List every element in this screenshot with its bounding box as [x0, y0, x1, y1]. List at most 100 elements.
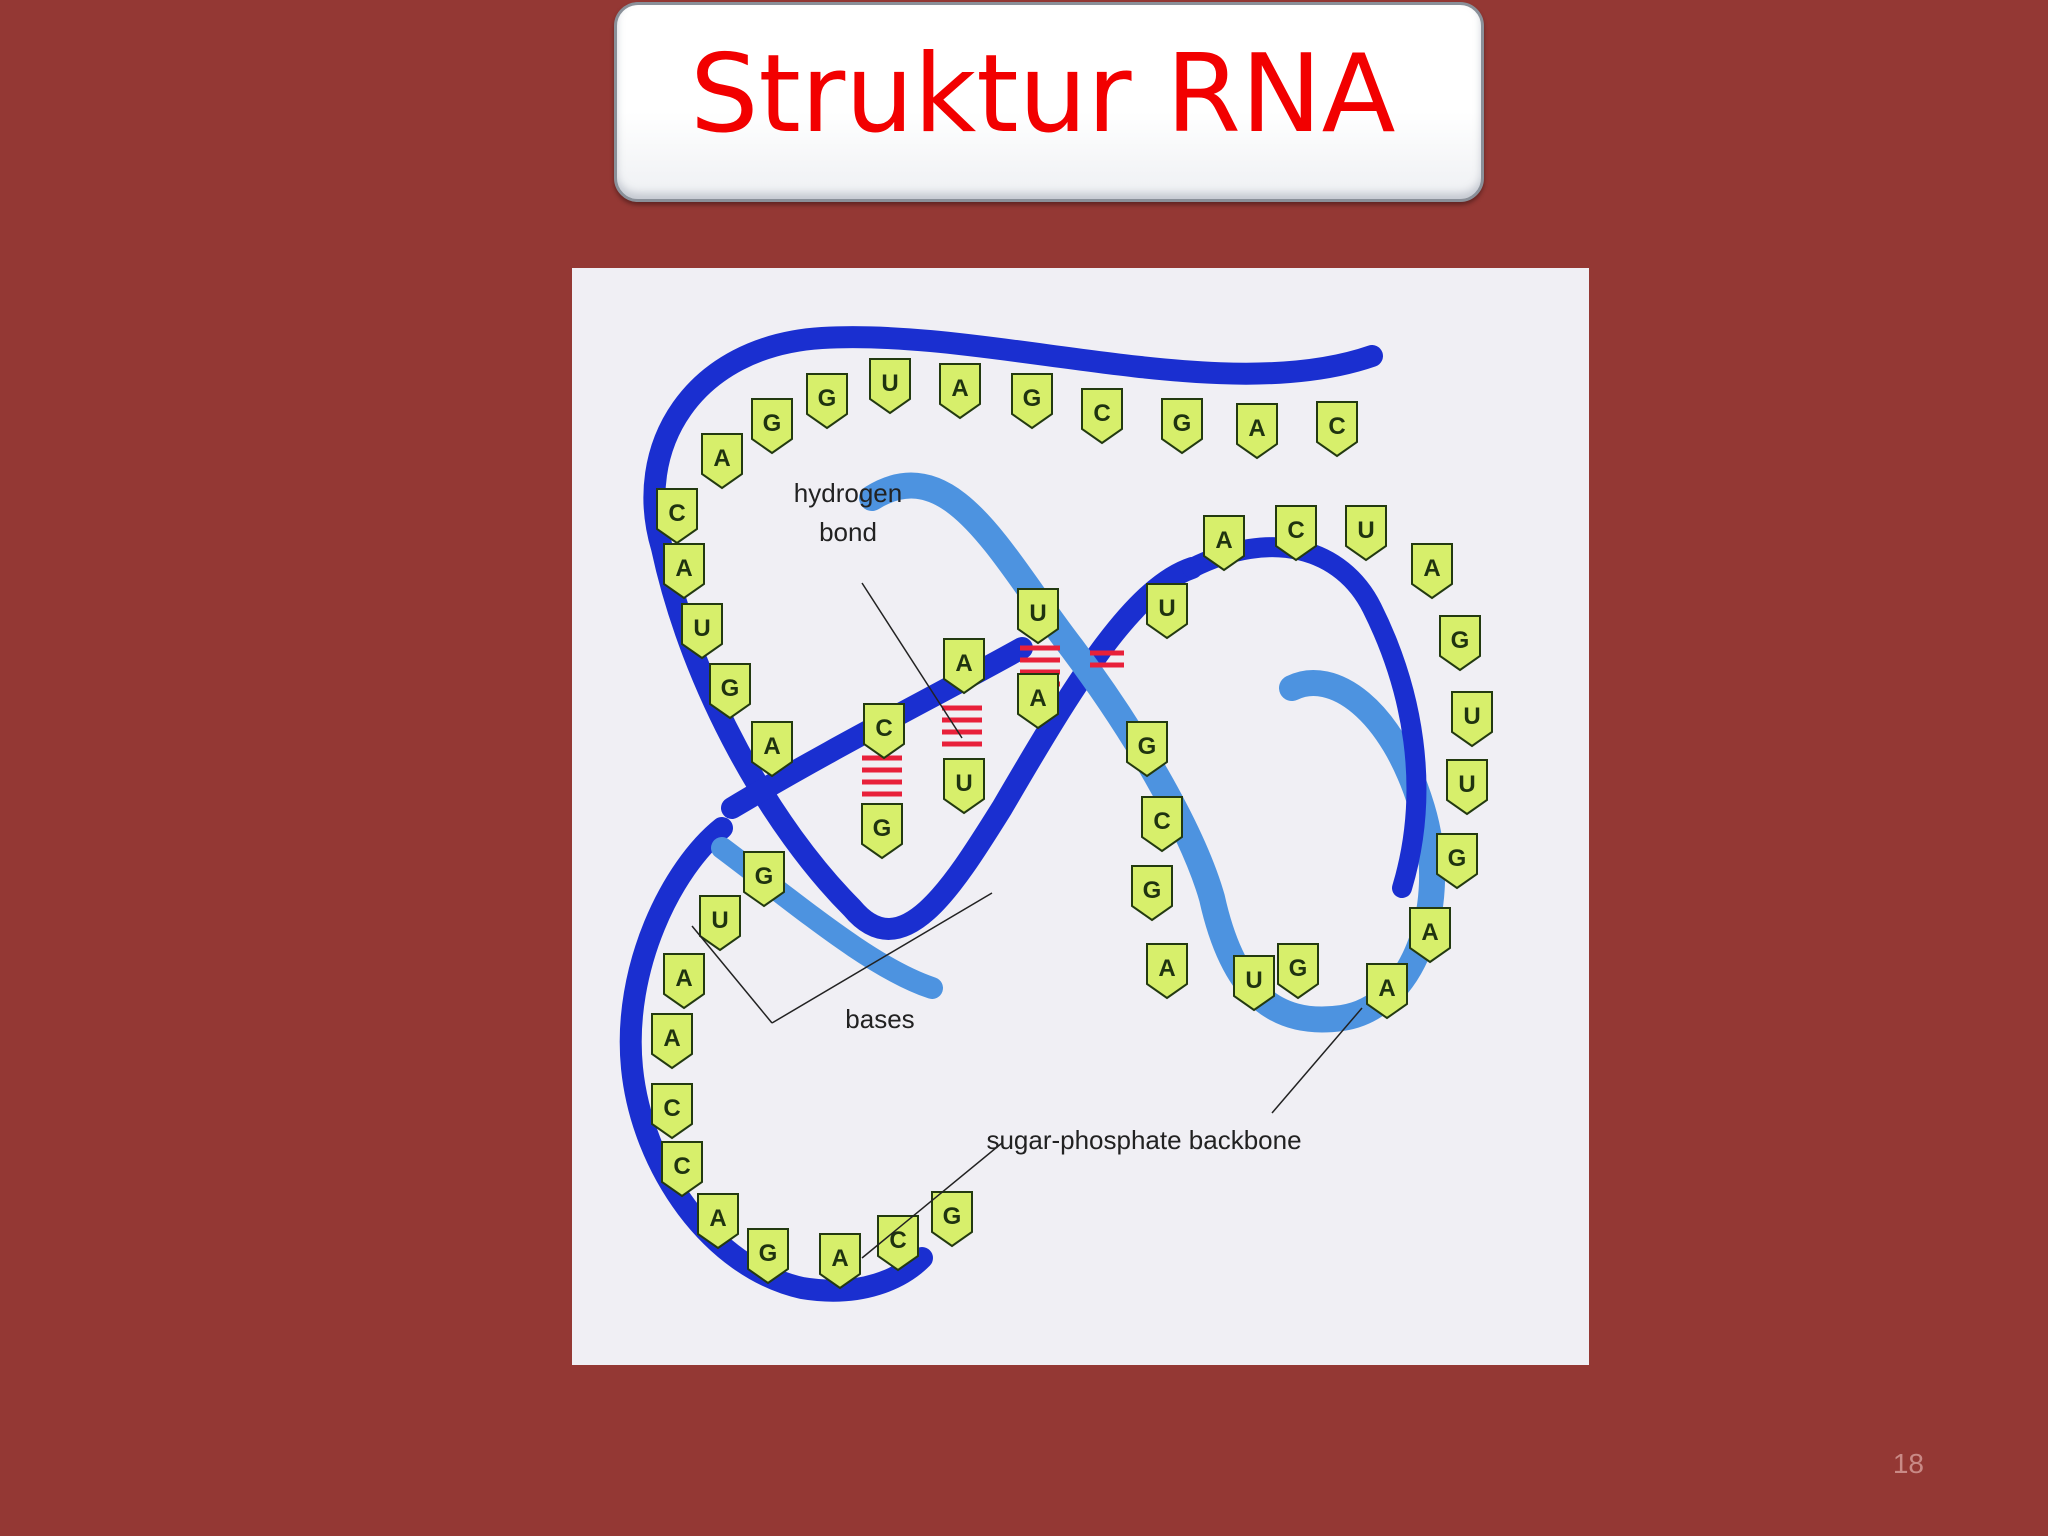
label-bases: bases — [845, 1004, 914, 1034]
base-node: G — [1126, 721, 1168, 778]
base-letter: G — [763, 410, 782, 437]
base-node: G — [861, 803, 903, 860]
base-node: G — [1436, 833, 1478, 890]
base-shape — [1146, 583, 1188, 640]
base-shape — [1131, 865, 1173, 922]
base-shape — [651, 1083, 693, 1140]
base-letter: A — [951, 375, 968, 402]
base-shape — [1161, 398, 1203, 455]
base-shape — [681, 603, 723, 660]
base-node: U — [681, 603, 723, 660]
base-shape — [943, 638, 985, 695]
base-letter: C — [668, 500, 685, 527]
base-letter: A — [763, 733, 780, 760]
base-shape — [1366, 963, 1408, 1020]
base-shape — [699, 895, 741, 952]
base-node: A — [663, 543, 705, 600]
base-letter: C — [889, 1227, 906, 1254]
base-node: A — [697, 1193, 739, 1250]
base-node: A — [1411, 543, 1453, 600]
base-shape — [1233, 955, 1275, 1012]
base-letter: G — [1289, 955, 1308, 982]
base-shape — [1277, 943, 1319, 1000]
base-shape — [1017, 673, 1059, 730]
base-shape — [747, 1228, 789, 1285]
base-node: C — [656, 488, 698, 545]
base-letter: A — [831, 1245, 848, 1272]
base-shape — [663, 953, 705, 1010]
label-hydrogen-line1: hydrogen — [794, 478, 902, 508]
base-shape — [663, 543, 705, 600]
base-shape — [931, 1191, 973, 1248]
label-pointers — [691, 582, 1363, 1259]
base-node: C — [877, 1215, 919, 1272]
base-node: A — [701, 433, 743, 490]
base-node: C — [661, 1141, 703, 1198]
base-letter: C — [1153, 808, 1170, 835]
base-letter: C — [663, 1095, 680, 1122]
base-shape — [1345, 505, 1387, 562]
base-letter: C — [875, 715, 892, 742]
base-shape — [1017, 588, 1059, 645]
base-letter: C — [1287, 517, 1304, 544]
base-shape — [861, 803, 903, 860]
base-letter: A — [1215, 527, 1232, 554]
base-shape — [661, 1141, 703, 1198]
base-node: G — [931, 1191, 973, 1248]
base-node: C — [863, 703, 905, 760]
base-letter: U — [1245, 967, 1262, 994]
base-letter: A — [675, 965, 692, 992]
base-node: A — [1409, 907, 1451, 964]
label-hydrogen-line2: bond — [819, 517, 877, 547]
base-node: G — [747, 1228, 789, 1285]
base-shape — [1126, 721, 1168, 778]
base-letter: A — [1029, 685, 1046, 712]
base-node: G — [1131, 865, 1173, 922]
base-node: C — [1316, 401, 1358, 458]
base-node: U — [1446, 759, 1488, 816]
base-shape — [1436, 833, 1478, 890]
base-node: A — [651, 1013, 693, 1070]
base-shape — [751, 398, 793, 455]
base-node: C — [1275, 505, 1317, 562]
base-shape — [1011, 373, 1053, 430]
base-shape — [1446, 759, 1488, 816]
base-node: U — [1345, 505, 1387, 562]
base-shape — [863, 703, 905, 760]
base-node: G — [1011, 373, 1053, 430]
base-node: A — [1366, 963, 1408, 1020]
base-letter: U — [693, 615, 710, 642]
base-letter: C — [1093, 400, 1110, 427]
base-letter: A — [1158, 955, 1175, 982]
title-box — [614, 2, 1484, 202]
base-shape — [1316, 401, 1358, 458]
base-node: A — [943, 638, 985, 695]
base-node: A — [1017, 673, 1059, 730]
base-letter: G — [1173, 410, 1192, 437]
base-letter: G — [1143, 877, 1162, 904]
base-node: A — [1203, 515, 1245, 572]
base-node: A — [1236, 403, 1278, 460]
slide-title: Struktur RNA — [690, 32, 1396, 157]
base-letter: G — [1138, 733, 1157, 760]
base-shape — [869, 358, 911, 415]
base-letter: G — [818, 385, 837, 412]
base-shape — [1275, 505, 1317, 562]
base-letter: C — [673, 1153, 690, 1180]
base-letter: A — [713, 445, 730, 472]
base-node: U — [1146, 583, 1188, 640]
base-letter: G — [1023, 385, 1042, 412]
base-node: G — [1439, 615, 1481, 672]
base-shape — [1203, 515, 1245, 572]
base-node: U — [1451, 691, 1493, 748]
base-letter: A — [1378, 975, 1395, 1002]
base-node: C — [1081, 388, 1123, 445]
base-letter: G — [759, 1240, 778, 1267]
base-letter: U — [1029, 600, 1046, 627]
base-shape — [701, 433, 743, 490]
page-number: 18 — [1892, 1448, 1924, 1479]
base-letter: U — [1357, 517, 1374, 544]
base-shape — [819, 1233, 861, 1290]
